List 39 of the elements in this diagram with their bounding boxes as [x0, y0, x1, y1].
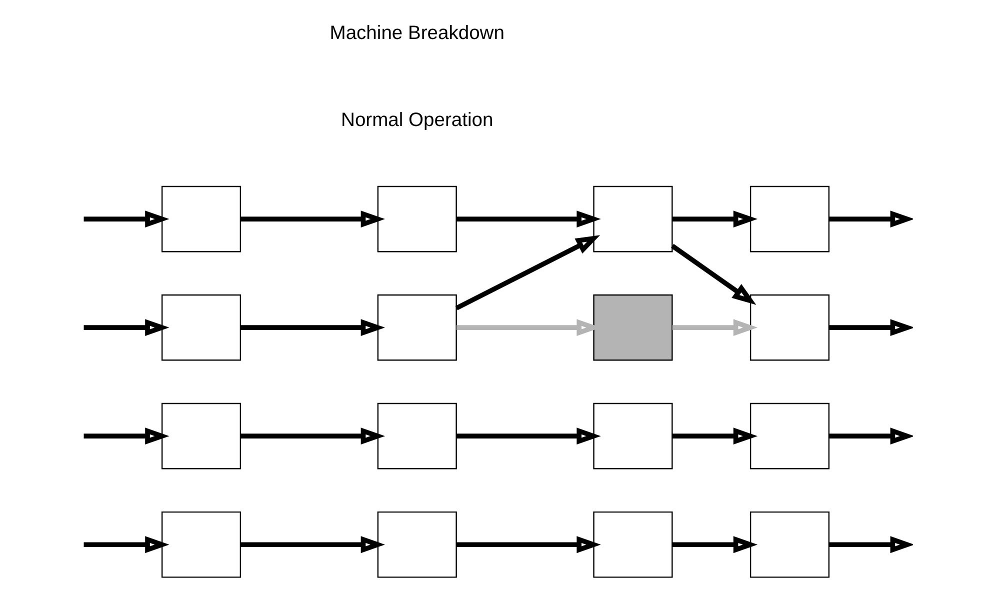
arrow: [670, 244, 756, 305]
arrow: [84, 536, 170, 554]
node-box: [593, 186, 673, 252]
node-box: [377, 294, 457, 361]
node-box: [377, 186, 457, 252]
arrow: [829, 319, 913, 336]
node-box: [593, 402, 673, 470]
label: Normal Operation: [341, 110, 494, 131]
arrow: [456, 428, 601, 445]
arrow: [84, 319, 170, 336]
node-box: [161, 402, 242, 470]
arrow: [672, 428, 758, 445]
node-box: [593, 511, 673, 578]
arrow: [84, 428, 170, 445]
node-box: [161, 511, 242, 578]
arrow: [240, 319, 386, 336]
arrow: [672, 319, 758, 336]
node-box: [377, 402, 457, 470]
arrow: [456, 210, 601, 228]
node-box: [593, 294, 673, 361]
arrow: [240, 428, 386, 445]
arrow: [829, 428, 913, 445]
node-box: [750, 511, 830, 578]
arrow: [84, 210, 170, 228]
arrow: [829, 536, 913, 554]
label: Machine Breakdown: [330, 23, 504, 44]
arrow: [829, 210, 913, 228]
arrow: [672, 210, 758, 228]
node-box: [377, 511, 457, 578]
node-box: [750, 294, 830, 361]
arrow: [455, 235, 600, 310]
arrow: [240, 210, 386, 228]
arrow: [456, 536, 601, 554]
node-box: [750, 402, 830, 470]
node-box: [161, 186, 242, 252]
node-box: [750, 186, 830, 252]
node-box: [161, 294, 242, 361]
arrow: [240, 536, 386, 554]
arrow: [672, 536, 758, 554]
